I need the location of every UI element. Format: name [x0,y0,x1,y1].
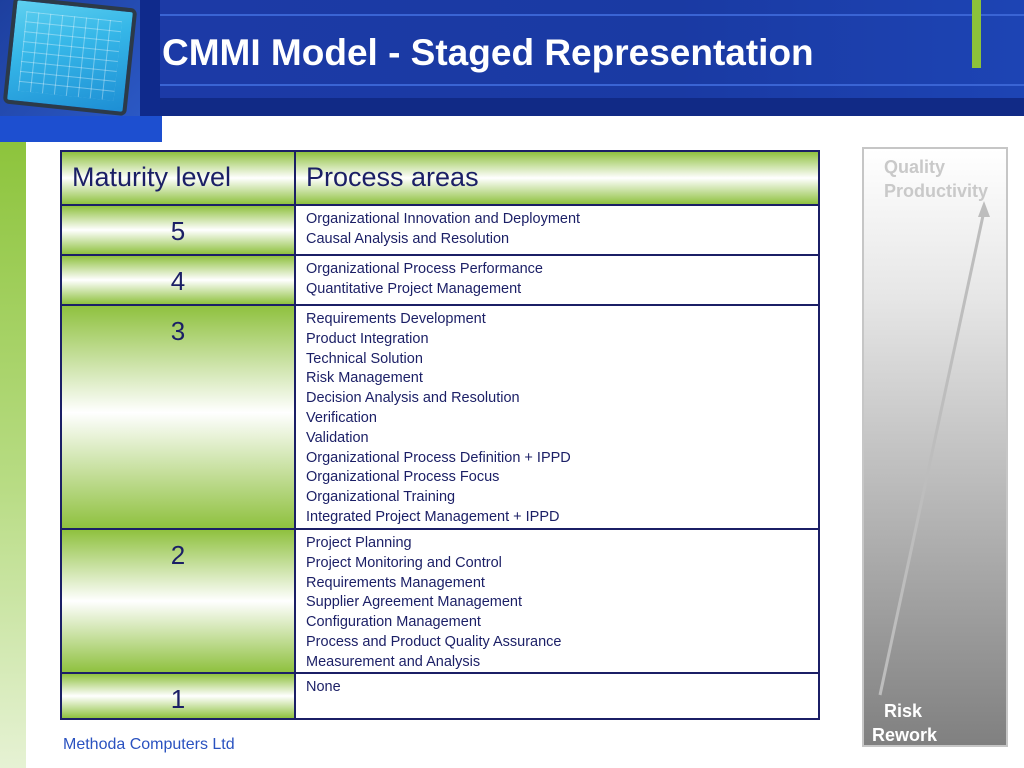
table-row-level-4: 4 Organizational Process Performance Qua… [62,256,818,306]
process-area: Organizational Process Performance [306,261,543,277]
slide-header: CMMI Model - Staged Representation [0,0,1024,116]
process-area: Project Monitoring and Control [306,554,502,571]
header-band [160,0,1024,98]
gauge-bottom-label: Risk Rework [872,699,937,747]
header-rule-top [160,14,1024,16]
process-area: None [306,679,341,695]
process-areas-cell: Organizational Innovation and Deployment… [296,206,818,254]
table-row-level-5: 5 Organizational Innovation and Deployme… [62,206,818,256]
quality-risk-gauge: Quality Productivity Risk Rework [862,147,1008,747]
level-cell: 4 [62,256,296,304]
process-area: Process and Product Quality Assurance [306,633,562,650]
table-row-level-1: 1 None [62,674,818,718]
process-area: Requirements Management [306,574,485,591]
footer-company: Methoda Computers Ltd [63,736,235,753]
gauge-top-label: Quality Productivity [884,155,988,203]
table-row-level-3: 3 Requirements Development Product Integ… [62,306,818,530]
header-rule-bottom [160,84,1024,86]
process-area: Supplier Agreement Management [306,594,523,611]
arrow-up-icon [978,201,990,217]
process-area: Causal Analysis and Resolution [306,230,510,247]
process-area: Organizational Training [306,489,456,506]
maturity-table: Maturity level Process areas 5 Organizat… [60,150,820,720]
table-row-level-2: 2 Project Planning Project Monitoring an… [62,530,818,674]
monitor-logo [0,0,140,116]
process-area: Verification [306,409,377,426]
left-green-bar [0,142,26,768]
header-divider [140,0,160,116]
level-cell: 3 [62,306,296,528]
arrow-shaft [878,210,986,696]
process-area: Quantitative Project Management [306,280,522,297]
process-areas-cell: Requirements Development Product Integra… [296,306,818,528]
process-area: Decision Analysis and Resolution [306,390,520,407]
rising-arrow [878,201,990,696]
productivity-label: Productivity [884,181,989,201]
process-area: Measurement and Analysis [306,653,481,670]
logo-underline [0,116,162,142]
process-area: Integrated Project Management + IPPD [306,508,560,525]
process-area: Product Integration [306,330,429,347]
process-area: Risk Management [306,370,423,387]
level-cell: 5 [62,206,296,254]
rework-label: Rework [872,725,938,745]
slide-title: CMMI Model - Staged Representation [162,32,814,73]
quality-label: Quality [884,157,946,177]
header-bottom-strip [160,98,1024,116]
risk-label: Risk [884,701,923,721]
process-area: Validation [306,429,369,446]
header-maturity-level: Maturity level [62,152,296,204]
process-areas-cell: Organizational Process Performance Quant… [296,256,818,304]
process-area: Organizational Innovation and Deployment [306,211,581,227]
level-cell: 1 [62,674,296,718]
process-areas-cell: None [296,674,818,718]
process-areas-cell: Project Planning Project Monitoring and … [296,530,818,672]
monitor-screen [18,11,122,101]
table-header-row: Maturity level Process areas [62,152,818,206]
process-area: Organizational Process Focus [306,469,500,486]
process-area: Requirements Development [306,311,486,327]
accent-green-bar [972,0,981,68]
process-area: Configuration Management [306,614,481,631]
level-cell: 2 [62,530,296,672]
process-area: Project Planning [306,535,412,551]
computer-monitor-icon [2,0,138,116]
header-process-areas: Process areas [296,152,818,204]
process-area: Organizational Process Definition + IPPD [306,449,571,466]
process-area: Technical Solution [306,350,423,367]
